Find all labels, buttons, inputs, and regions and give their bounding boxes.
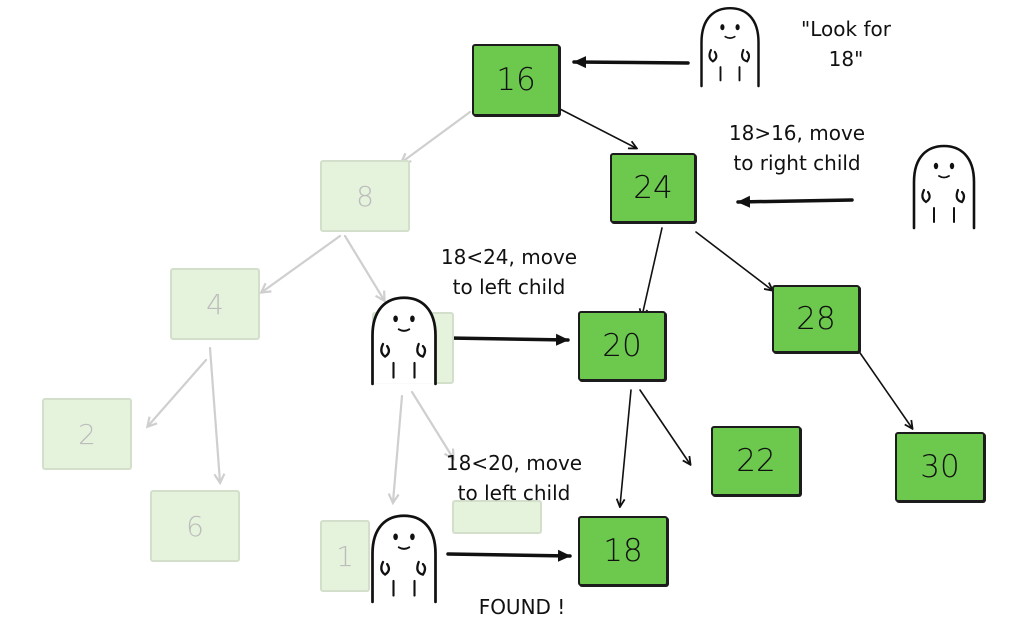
annotation-found: FOUND !	[478, 595, 566, 619]
tree-node-18: 18	[578, 516, 668, 586]
tree-node-10: 1	[320, 520, 370, 592]
edge-12-to-14	[410, 390, 453, 458]
pointer-arrow-to-20	[446, 333, 570, 346]
mascot-start	[700, 6, 760, 88]
mascot-step1	[912, 144, 976, 230]
tree-node-22: 22	[711, 426, 801, 496]
mascot-step3	[371, 514, 437, 604]
edge-4-to-2	[148, 358, 208, 426]
tree-node-6: 6	[150, 490, 240, 562]
tree-node-4: 4	[170, 268, 260, 340]
edge-20-to-18	[620, 389, 632, 506]
edge-28-to-30	[857, 349, 912, 428]
tree-node-20: 20	[578, 311, 666, 381]
edge-16-to-8	[402, 110, 472, 162]
edge-20-to-22	[639, 389, 690, 464]
edge-8-to-12	[343, 234, 384, 300]
tree-node-30: 30	[895, 432, 985, 502]
mascot-step2	[371, 296, 437, 386]
edge-16-to-24	[557, 107, 636, 148]
pointer-arrow-to-18	[446, 549, 572, 562]
edge-12-to-10	[393, 394, 404, 502]
tree-node-28: 28	[772, 285, 860, 353]
tree-node-14	[452, 500, 542, 534]
pointer-arrow-to-24	[736, 195, 854, 208]
edge-24-to-28	[695, 231, 772, 290]
tree-node-8: 8	[320, 160, 410, 232]
tree-node-2: 2	[42, 398, 132, 470]
edge-24-to-20	[642, 227, 663, 316]
edge-4-to-6	[208, 346, 220, 482]
tree-node-16: 16	[472, 44, 560, 116]
edge-8-to-4	[262, 234, 342, 292]
pointer-arrow-to-16	[572, 56, 690, 69]
tree-node-24: 24	[610, 153, 696, 223]
